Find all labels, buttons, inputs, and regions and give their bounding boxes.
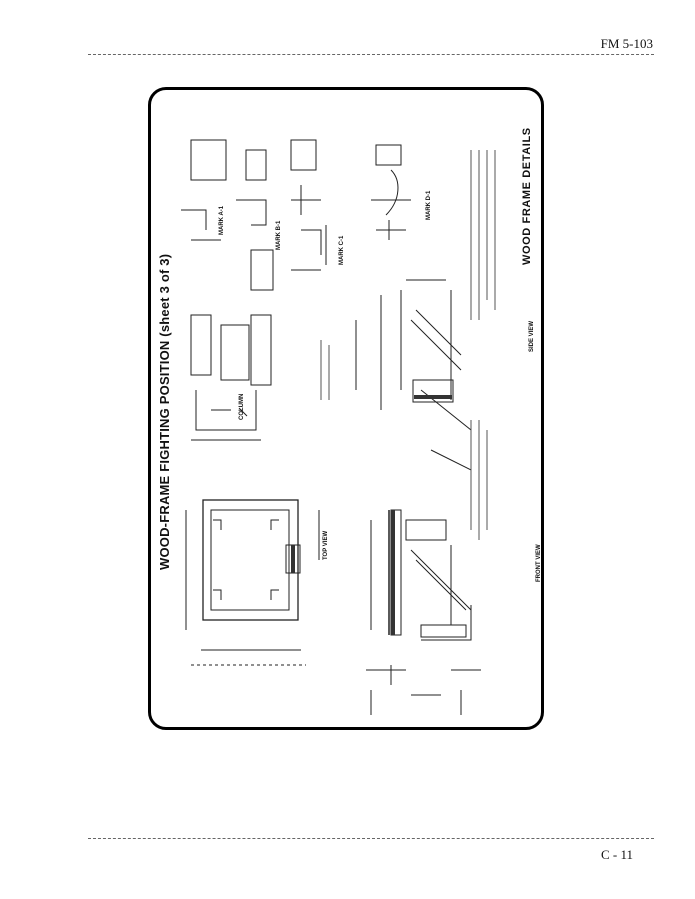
side-view-label: SIDE VIEW [529,320,535,352]
mark-c-label: MARK C-1 [339,235,345,265]
figure-subtitle: WOOD FRAME DETAILS [521,127,533,265]
header-rule [88,54,654,55]
mark-d-label: MARK D-1 [426,190,432,220]
document-id: FM 5-103 [600,36,653,51]
figure-frame: WOOD-FRAME FIGHTING POSITION (sheet 3 of… [148,87,544,730]
mark-a-label: MARK A-1 [219,205,225,235]
footer-rule [88,838,654,839]
figure-title: WOOD-FRAME FIGHTING POSITION (sheet 3 of… [157,253,172,570]
top-view-label: TOP VIEW [323,530,329,560]
technical-drawing [181,139,496,715]
mark-b-label: MARK B-1 [276,220,282,250]
front-view-label: FRONT VIEW [536,544,542,582]
column-label: COLUMN [239,393,245,420]
page-number: C - 11 [600,847,633,862]
